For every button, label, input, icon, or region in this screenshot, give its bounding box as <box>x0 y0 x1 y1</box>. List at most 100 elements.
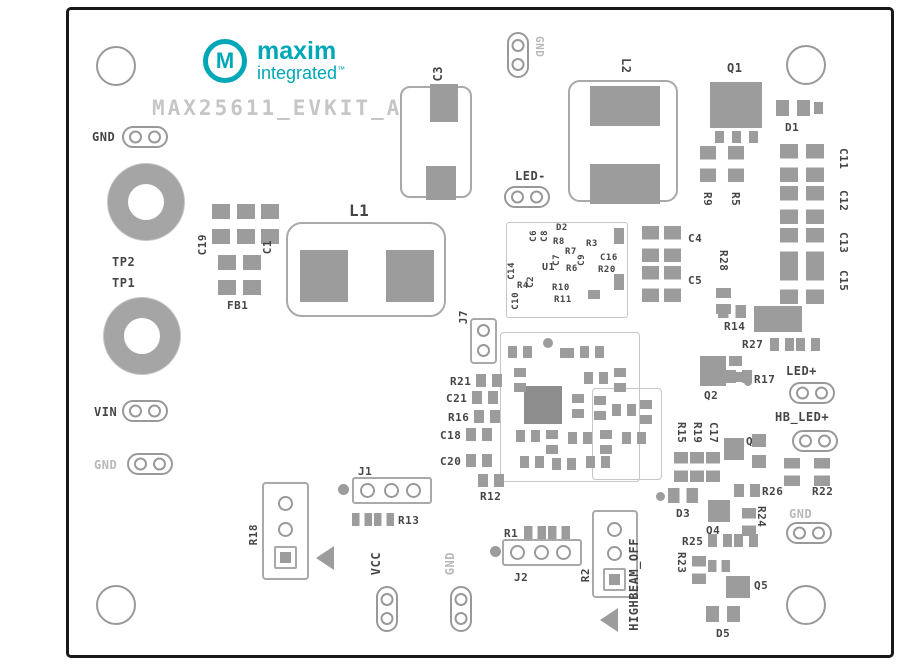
body-140 <box>560 348 574 358</box>
chipH-201 <box>548 526 570 539</box>
ref-r24: R24 <box>755 506 768 528</box>
hole-183 <box>384 483 399 498</box>
ref-c6: C6 <box>529 230 539 242</box>
ref-r14: R14 <box>724 320 746 333</box>
tp1-pad <box>104 298 180 374</box>
ref-r11: R11 <box>554 295 572 305</box>
hole-210 <box>607 546 622 561</box>
dot-180 <box>338 484 349 495</box>
ref-gnd: GND <box>443 552 457 576</box>
chipV-66 <box>664 266 681 302</box>
ref-q1: Q1 <box>727 61 743 75</box>
chipH-149 <box>516 430 540 442</box>
hole-209 <box>607 522 622 537</box>
hole-121 <box>477 324 490 337</box>
chipV-152 <box>600 430 612 454</box>
pad-gnd-top <box>507 32 529 78</box>
ref-r18: R18 <box>247 524 260 546</box>
pad-gnd-left <box>127 453 173 475</box>
ref-c5: C5 <box>688 274 703 287</box>
ref-r6: R6 <box>566 264 578 274</box>
body-39 <box>710 82 762 128</box>
body-40 <box>715 131 724 143</box>
chipV-150 <box>546 430 558 454</box>
body-177 <box>614 274 624 290</box>
j1-outline <box>352 477 432 504</box>
trademark-symbol: ™ <box>337 65 346 75</box>
ref-c20: C20 <box>440 455 462 468</box>
body-24 <box>300 250 348 302</box>
tp2-pad <box>108 164 184 240</box>
body-25 <box>386 250 434 302</box>
ref-l1: L1 <box>349 201 370 220</box>
pad-hb-led-plus <box>792 430 838 452</box>
chipV-18 <box>218 255 236 295</box>
ref-c8: C8 <box>540 230 550 242</box>
chipH-154 <box>520 456 544 468</box>
chipV-94 <box>752 434 766 468</box>
dot-100 <box>656 492 665 501</box>
pad-gnd-bottom <box>450 586 472 632</box>
body-44 <box>814 102 823 114</box>
chipV-98 <box>814 458 830 486</box>
body-115 <box>726 576 750 598</box>
chipV-50 <box>806 186 824 224</box>
ref-c17: C17 <box>707 422 720 444</box>
main-ic <box>524 386 562 424</box>
chipV-142 <box>514 368 526 392</box>
dot-80 <box>744 378 752 386</box>
pin1-arrow-r2 <box>600 608 618 632</box>
mounting-hole-br <box>786 585 826 625</box>
ref-c3: C3 <box>431 66 445 82</box>
chipV-113 <box>692 556 706 584</box>
ref-r27: R27 <box>742 338 764 351</box>
hole-205 <box>534 545 549 560</box>
chipH-200 <box>524 526 546 539</box>
ref-c15: C15 <box>837 270 850 292</box>
ref-q5: Q5 <box>754 579 769 592</box>
chipH-186 <box>374 513 394 526</box>
u1-module-outline <box>506 222 628 318</box>
chipH-70 <box>718 305 746 318</box>
ref-j7: J7 <box>457 310 470 325</box>
chipV-46 <box>780 144 798 182</box>
ref-led-: LED- <box>515 169 546 183</box>
ref-vin: VIN <box>94 405 118 419</box>
hole-190 <box>278 496 293 511</box>
chipH-185 <box>352 513 372 526</box>
body-193 <box>280 552 291 563</box>
j2-outline <box>502 539 582 566</box>
ref-gnd: GND <box>94 458 118 472</box>
body-178 <box>588 290 600 299</box>
chipH-74 <box>770 338 794 351</box>
ref-c19: C19 <box>196 234 209 256</box>
ref-l2: L2 <box>619 58 633 74</box>
ref-r5: R5 <box>729 192 742 207</box>
chipV-90 <box>690 452 704 482</box>
chipV-89 <box>674 452 688 482</box>
mounting-hole-bl <box>96 585 136 625</box>
chipV-59 <box>728 146 744 182</box>
ref-tp2: TP2 <box>112 255 136 269</box>
ref-r2: R2 <box>579 568 592 583</box>
chipH-147 <box>612 404 636 416</box>
body-92 <box>724 438 744 460</box>
chipV-146 <box>594 396 606 420</box>
chipV-14 <box>212 204 230 244</box>
ref-vcc: VCC <box>369 552 383 576</box>
ref-c1: C1 <box>261 240 274 255</box>
logo-sub: integrated™ <box>257 63 346 84</box>
pad-gnd-topleft <box>122 126 168 148</box>
chipH-155 <box>552 458 576 470</box>
body-212 <box>609 574 620 585</box>
ref-r22: R22 <box>812 485 834 498</box>
chipH-153 <box>622 432 646 444</box>
ref-c9: C9 <box>577 254 587 266</box>
chipV-49 <box>780 186 798 224</box>
chipV-15 <box>237 204 255 244</box>
ref-q4: Q4 <box>706 524 721 537</box>
chipH-156 <box>586 456 610 468</box>
ref-gnd: GND <box>533 36 546 58</box>
j7-outline <box>470 318 497 364</box>
